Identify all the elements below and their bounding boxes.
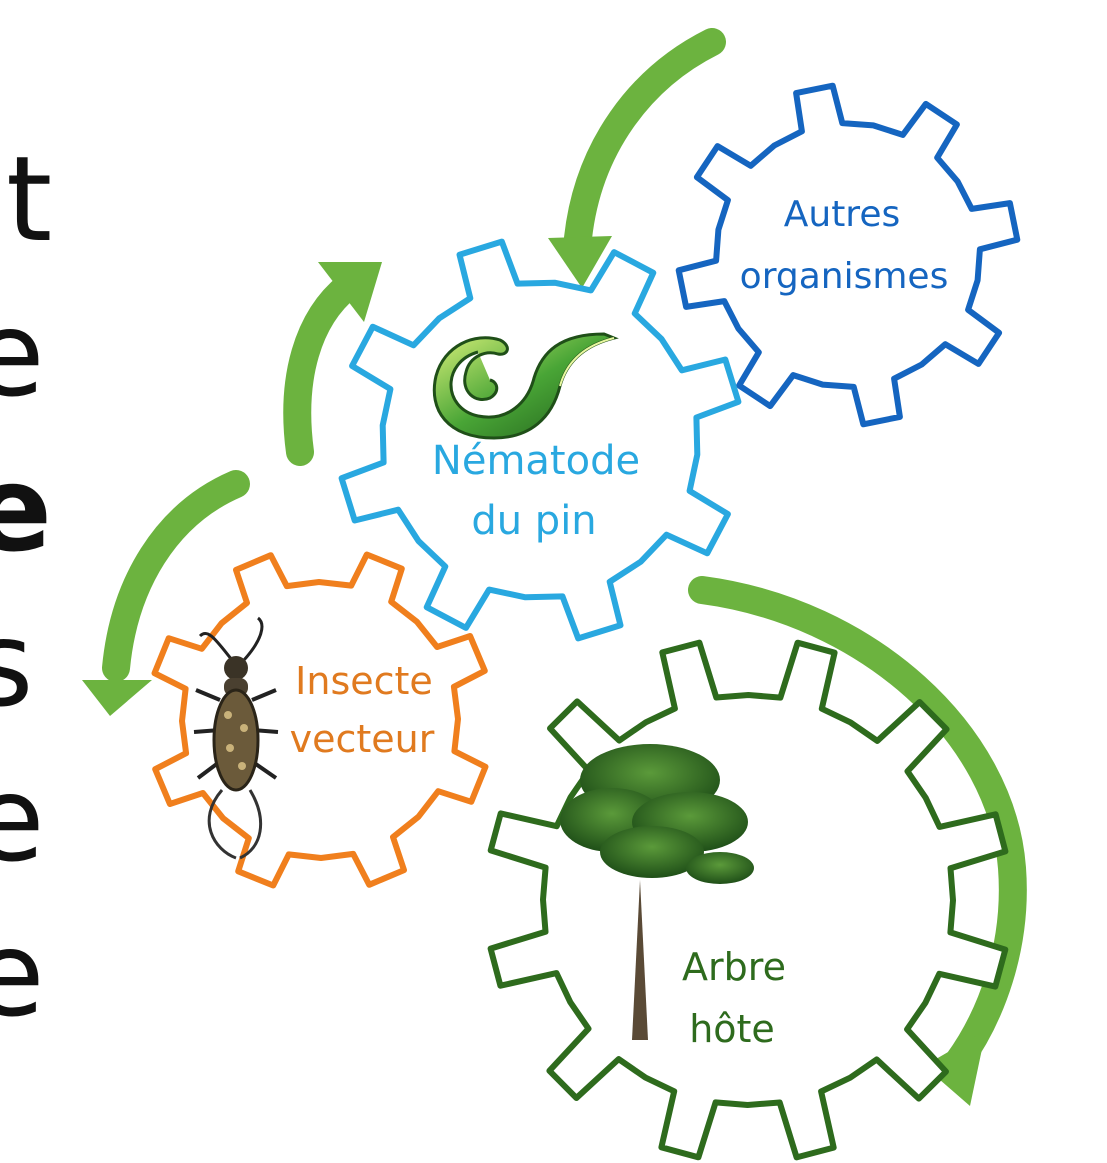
tree-label-line2: hôte bbox=[689, 1007, 775, 1051]
side-letter: e bbox=[0, 905, 45, 1043]
side-letter: s bbox=[0, 595, 33, 733]
nematode-label-line2: du pin bbox=[471, 498, 596, 544]
other-organisms-label-line2: organismes bbox=[740, 256, 949, 297]
tree-gear bbox=[491, 643, 1006, 1158]
tree-label-line1: Arbre bbox=[682, 945, 786, 989]
side-letter: e bbox=[0, 750, 45, 888]
nematode-label-line1: Nématode bbox=[432, 438, 640, 484]
arrow-top bbox=[548, 42, 712, 288]
side-letter: e bbox=[0, 285, 45, 423]
insect-label-line1: Insecte bbox=[295, 659, 433, 703]
other-organisms-label-line1: Autres bbox=[784, 194, 900, 235]
side-letter: e bbox=[0, 440, 52, 578]
side-letter: t bbox=[6, 130, 52, 268]
side-text: t e e s e e bbox=[0, 130, 52, 1043]
insect-label-line2: vecteur bbox=[290, 717, 435, 761]
